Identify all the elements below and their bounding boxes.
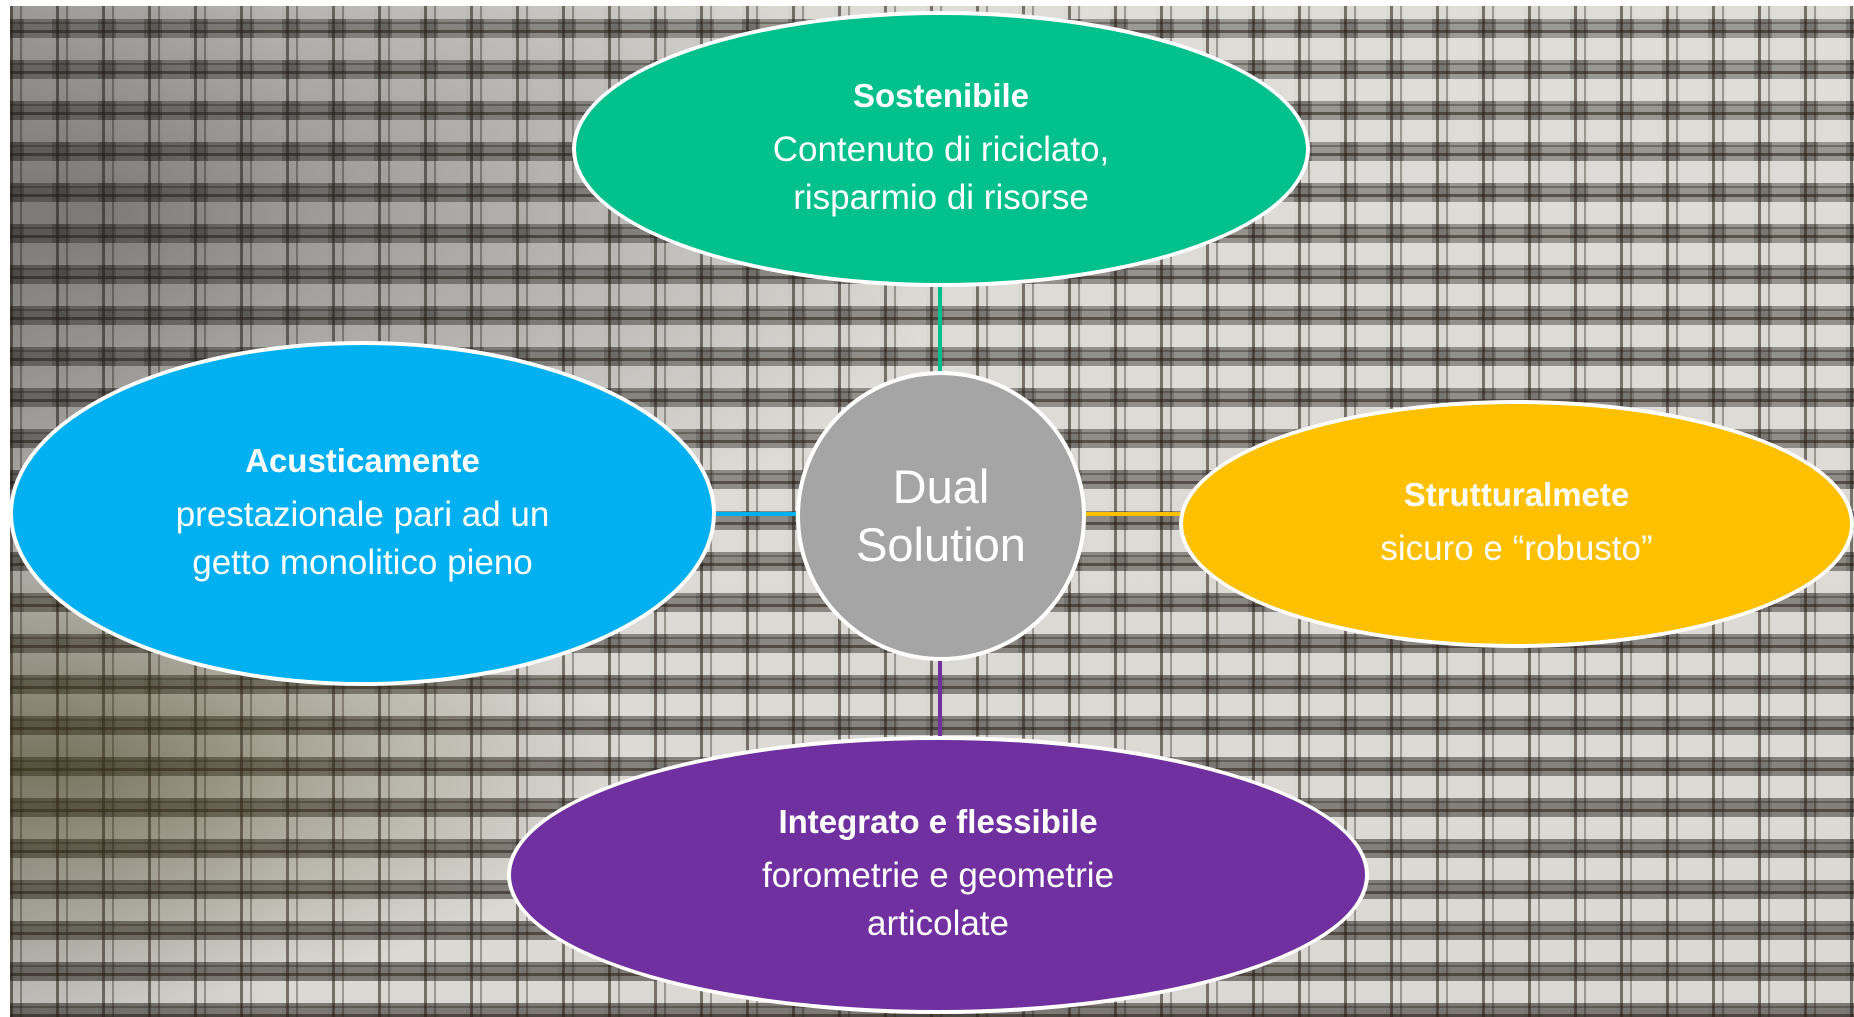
node-title: Integrato e flessibile — [778, 803, 1098, 840]
node-sostenibile: Sostenibile Contenuto di riciclato, risp… — [572, 11, 1310, 287]
node-text-line: sicuro e “robusto” — [1380, 529, 1653, 568]
center-text-line: Dual — [892, 460, 990, 513]
node-text-line: risparmio di risorse — [793, 178, 1089, 217]
node-acusticamente: Acusticamente prestazionale pari ad un g… — [9, 341, 716, 686]
center-text-line: Solution — [856, 518, 1026, 571]
node-text-line: Contenuto di riciclato, — [772, 130, 1110, 169]
node-text-line: getto monolitico pieno — [192, 542, 533, 582]
node-strutturalmete: Strutturalmete sicuro e “robusto” — [1179, 400, 1854, 648]
node-title: Sostenibile — [852, 77, 1030, 114]
node-text-line: articolate — [866, 904, 1010, 943]
node-title: Strutturalmete — [1403, 476, 1630, 513]
center-node-dual-solution: Dual Solution — [796, 371, 1086, 661]
node-title: Acusticamente — [245, 441, 480, 479]
node-text-line: forometrie e geometrie — [761, 856, 1115, 895]
node-integrato: Integrato e flessibile forometrie e geom… — [507, 736, 1369, 1014]
node-text-line: prestazionale pari ad un — [175, 494, 550, 534]
